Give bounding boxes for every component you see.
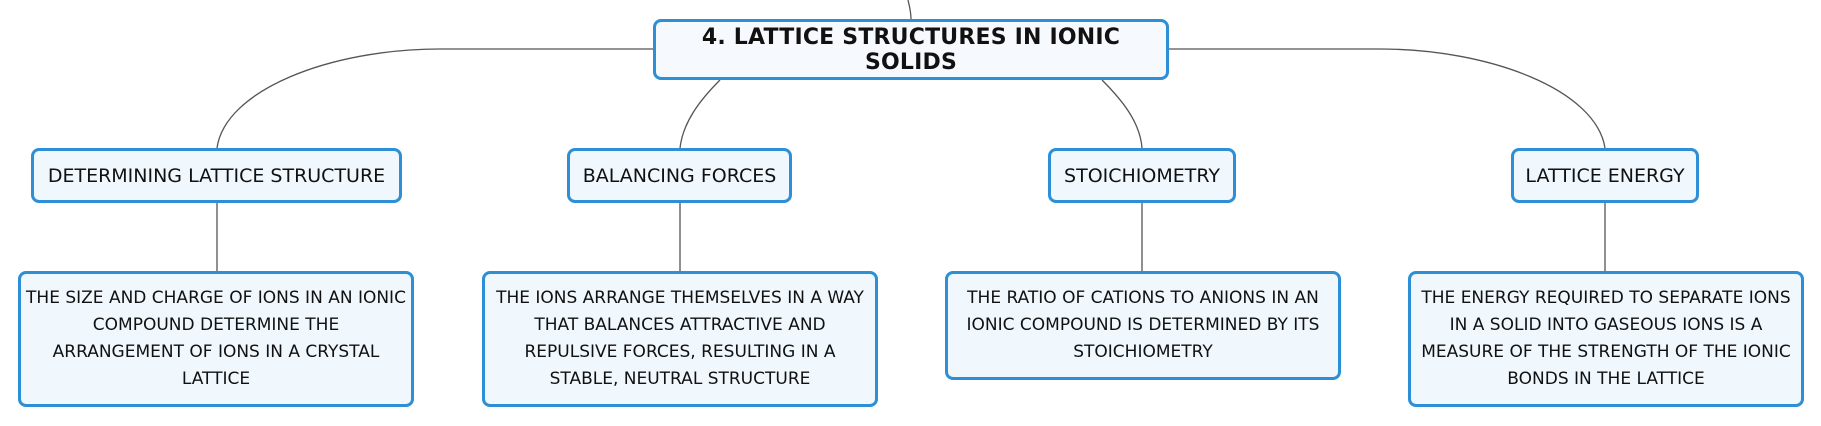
detail-topic-determining-lattice-structure[interactable]: THE SIZE AND CHARGE OF IONS IN AN IONIC …: [18, 271, 414, 407]
branch-topic-title: BALANCING FORCES: [582, 164, 777, 187]
connector-root-to-branch-2: [679, 79, 721, 149]
detail-topic-stoichiometry[interactable]: THE RATIO OF CATIONS TO ANIONS IN AN ION…: [945, 271, 1341, 380]
detail-topic-text: THE ENERGY REQUIRED TO SEPARATE IONS IN …: [1421, 288, 1791, 389]
connector-root-to-branch-1: [216, 48, 656, 149]
branch-topic-title: LATTICE ENERGY: [1525, 164, 1685, 187]
connector-root-to-branch-3: [1101, 79, 1143, 149]
connector-root-to-branch-4: [1166, 48, 1606, 149]
detail-topic-balancing-forces[interactable]: THE IONS ARRANGE THEMSELVES IN A WAY THA…: [482, 271, 878, 407]
connector-root-parent: [907, 0, 912, 20]
branch-topic-lattice-energy[interactable]: LATTICE ENERGY: [1511, 148, 1699, 203]
root-topic-title: 4. LATTICE STRUCTURES IN IONIC SOLIDS: [701, 24, 1121, 75]
detail-topic-text: THE SIZE AND CHARGE OF IONS IN AN IONIC …: [26, 288, 406, 389]
detail-topic-lattice-energy[interactable]: THE ENERGY REQUIRED TO SEPARATE IONS IN …: [1408, 271, 1804, 407]
branch-topic-balancing-forces[interactable]: BALANCING FORCES: [567, 148, 792, 203]
branch-topic-title: DETERMINING LATTICE STRUCTURE: [47, 164, 386, 187]
root-topic[interactable]: 4. LATTICE STRUCTURES IN IONIC SOLIDS: [653, 19, 1169, 80]
detail-topic-text: THE RATIO OF CATIONS TO ANIONS IN AN ION…: [966, 288, 1320, 362]
branch-topic-determining-lattice-structure[interactable]: DETERMINING LATTICE STRUCTURE: [31, 148, 402, 203]
branch-topic-title: STOICHIOMETRY: [1064, 164, 1220, 187]
branch-topic-stoichiometry[interactable]: STOICHIOMETRY: [1048, 148, 1236, 203]
detail-topic-text: THE IONS ARRANGE THEMSELVES IN A WAY THA…: [496, 288, 864, 389]
